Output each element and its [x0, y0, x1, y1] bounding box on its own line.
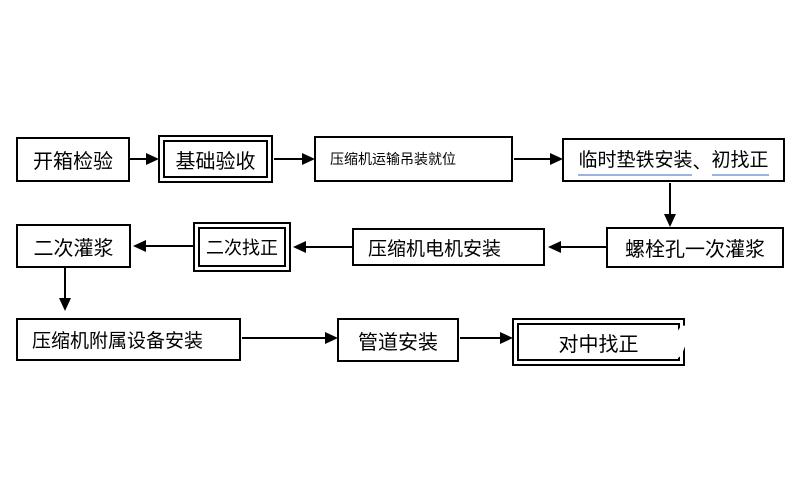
arrow-line	[64, 268, 66, 298]
arrow-head-icon	[548, 241, 561, 253]
arrow-head-icon	[500, 332, 513, 344]
node-bolt-hole-first-grouting: 螺栓孔一次灌浆	[606, 227, 784, 268]
arrow-line	[669, 183, 671, 214]
arrow-head-icon	[302, 153, 315, 165]
arrow-line	[242, 337, 326, 339]
node-label: 压缩机附属设备安装	[32, 331, 204, 352]
node-secondary-alignment: 二次找正	[193, 222, 291, 272]
arrow-head-icon	[146, 153, 159, 165]
arrow-line	[146, 245, 193, 247]
node-label: 螺栓孔一次灌浆	[625, 239, 765, 261]
node-label-part-underlined: 临时垫铁安装	[578, 145, 693, 176]
node-label: 压缩机运输吊装就位	[330, 151, 456, 167]
node-piping-installation: 管道安装	[337, 318, 459, 362]
node-label: 管道安装	[358, 331, 438, 354]
node-label: 对中找正	[558, 333, 639, 356]
arrow-head-icon	[325, 332, 338, 344]
arrow-head-icon	[133, 240, 146, 252]
node-compressor-auxiliary-equipment-installation: 压缩机附属设备安装	[16, 318, 241, 361]
arrow-line	[514, 158, 551, 160]
node-secondary-grouting: 二次灌浆	[16, 224, 131, 268]
node-unpacking-inspection: 开箱检验	[16, 137, 130, 182]
arrow-line	[274, 158, 303, 160]
arrow-line	[561, 246, 606, 248]
node-label: 开箱检验	[33, 151, 113, 173]
node-inner-border: 对中找正	[517, 323, 680, 361]
arrow-line	[306, 246, 352, 248]
node-label-part: 、	[692, 151, 712, 173]
node-compressor-motor-installation: 压缩机电机安装	[352, 228, 545, 266]
node-label: 二次灌浆	[33, 237, 114, 260]
arrow-head-icon	[550, 153, 563, 165]
node-compressor-transport-hoisting: 压缩机运输吊装就位	[314, 136, 513, 182]
arrow-line	[130, 158, 147, 160]
node-centering-alignment: 对中找正	[512, 318, 685, 366]
arrow-head-icon	[664, 214, 676, 227]
arrow-line	[460, 337, 501, 339]
node-foundation-acceptance: 基础验收	[158, 135, 273, 183]
node-label: 二次找正	[206, 238, 278, 258]
node-temporary-shim-install-initial-alignment: 临时垫铁安装、初找正	[562, 138, 785, 182]
node-inner-border: 基础验收	[163, 140, 268, 178]
node-label-part-underlined: 初找正	[711, 145, 769, 176]
node-label: 基础验收	[175, 150, 256, 173]
arrow-head-icon	[59, 298, 71, 311]
arrow-head-icon	[293, 241, 306, 253]
node-inner-border: 二次找正	[198, 227, 286, 267]
node-label: 压缩机电机安装	[368, 238, 502, 260]
